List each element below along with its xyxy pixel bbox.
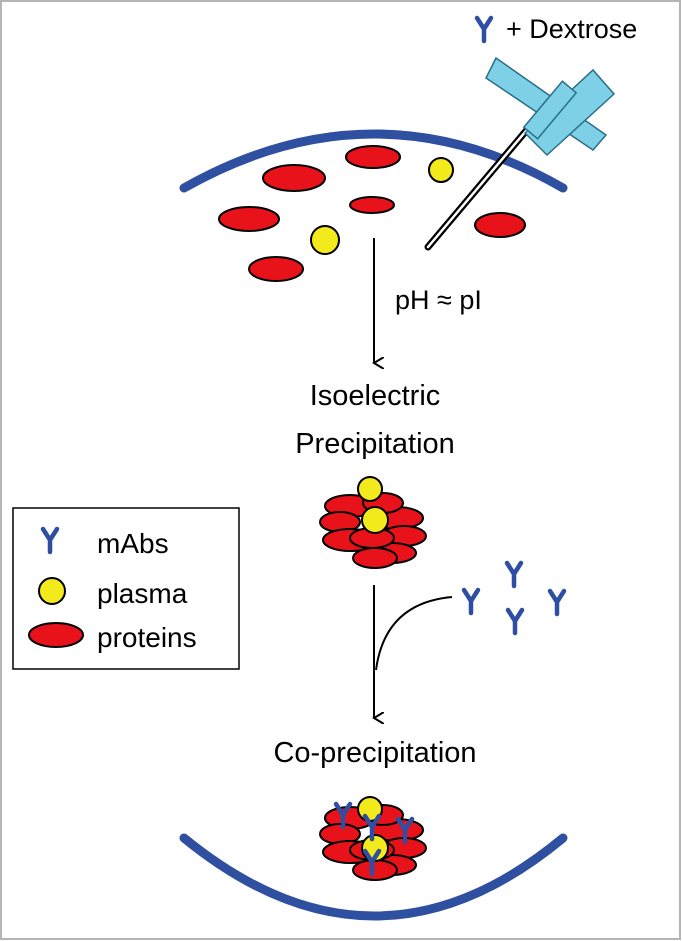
plasma-circle — [428, 157, 454, 183]
protein-ellipse — [248, 256, 304, 282]
protein-ellipse — [262, 164, 326, 192]
legend-label-plasma: plasma — [97, 578, 188, 609]
protein-ellipse — [345, 145, 401, 169]
plasma-mixture — [218, 145, 526, 282]
antibody-icon — [507, 563, 521, 586]
legend-label-proteins: proteins — [97, 622, 197, 653]
top-vessel-arc — [179, 129, 568, 193]
syringe-icon — [424, 56, 616, 251]
step2-label: Co-precipitation — [273, 737, 476, 769]
protein-ellipse-icon — [28, 622, 84, 648]
antibody-icon — [464, 590, 478, 613]
dextrose-label: + Dextrose — [506, 14, 637, 44]
legend: mAbs plasma proteins — [12, 507, 240, 670]
antibody-icon — [550, 591, 564, 614]
legend-label-mabs: mAbs — [97, 528, 169, 559]
protein-ellipse — [474, 212, 526, 238]
antibody-icon — [477, 18, 491, 41]
bottom-vessel-arc — [179, 833, 568, 921]
antibody-addition-curve — [375, 596, 453, 671]
ph-condition-label: pH ≈ pI — [395, 285, 482, 315]
plasma-circle-icon — [38, 577, 66, 605]
step1-line1: Isoelectric — [310, 380, 441, 412]
antibody-icon — [508, 610, 522, 633]
protein-ellipse — [218, 206, 280, 232]
precipitate-cluster — [319, 476, 427, 569]
free-antibodies — [464, 563, 564, 633]
protein-ellipse — [349, 196, 395, 214]
coprecipitate-cluster — [319, 796, 427, 881]
plasma-circle — [310, 225, 340, 255]
step1-line2: Precipitation — [295, 428, 455, 460]
